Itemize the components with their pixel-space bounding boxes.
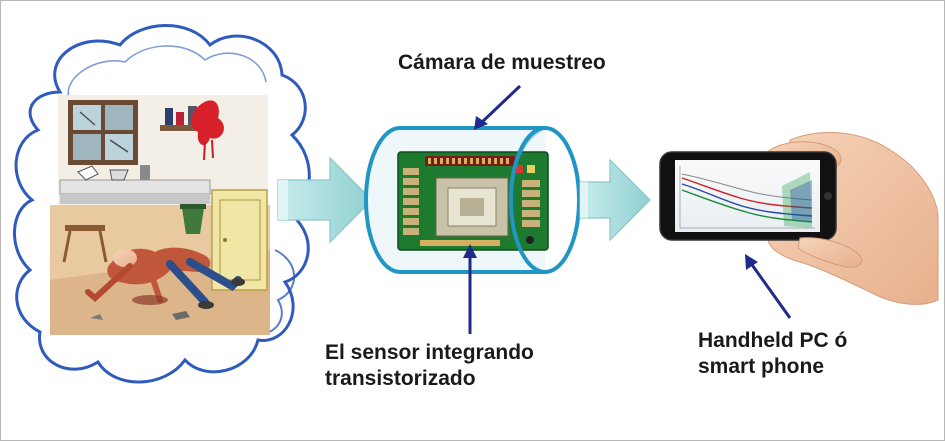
flow-arrow-2 — [579, 158, 651, 242]
pointer-arrow-sensor — [463, 244, 477, 334]
smartphone-in-hand-icon — [659, 132, 939, 305]
circuit-board-icon — [397, 151, 549, 251]
device-label-line1: Handheld PC ó — [698, 329, 848, 352]
camera-label-text: Cámara de muestreo — [398, 51, 606, 74]
chamber-front-cap — [509, 126, 581, 274]
camera-label: Cámara de muestreo — [398, 50, 606, 76]
device-label-line2: smart phone — [698, 355, 825, 378]
sensor-label: El sensor integrando transistorizado — [325, 340, 534, 392]
flow-arrow-1 — [277, 156, 373, 244]
sensor-label-line1: El sensor integrando — [325, 341, 534, 364]
pointer-arrow-device — [745, 254, 792, 319]
sensor-label-line2: transistorizado — [325, 367, 476, 390]
device-label: Handheld PC ó smart phone — [698, 328, 847, 380]
crime-scene-illustration — [50, 95, 270, 335]
pointer-arrow-camera — [474, 84, 522, 130]
